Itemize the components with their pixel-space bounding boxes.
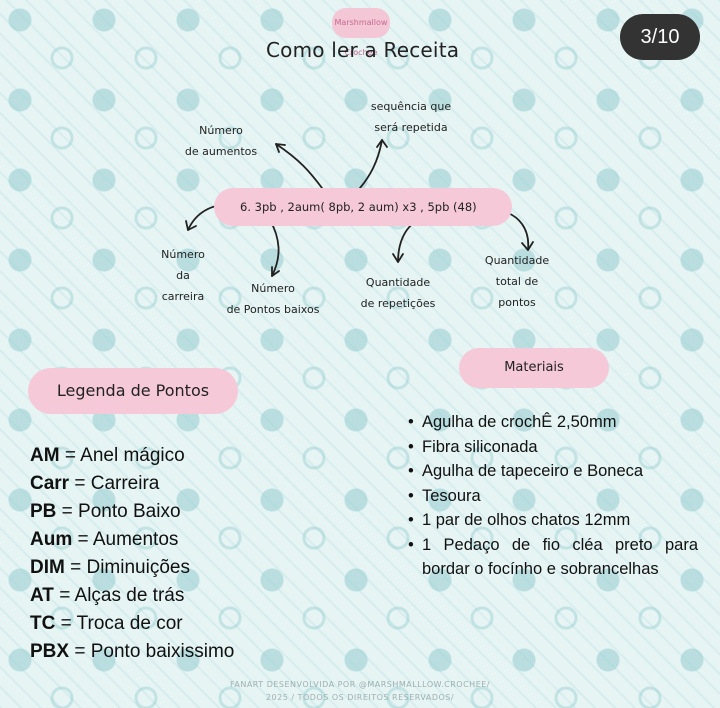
page-indicator-badge: 3/10	[620, 14, 700, 60]
legend-meaning: = Ponto baixissimo	[69, 641, 235, 662]
arrow-carreira-head	[185, 220, 197, 231]
legend-item: PB = Ponto Baixo	[30, 498, 234, 526]
label-line: será repetida	[374, 121, 448, 134]
legend-meaning: = Aumentos	[72, 529, 179, 550]
arrow-sequencia	[359, 139, 383, 189]
footer-line: 2025 / TODOS OS DIREITOS RESERVADOS/	[265, 693, 455, 702]
legend-item: TC = Troca de cor	[30, 610, 234, 638]
arrow-sequencia-head	[376, 139, 388, 148]
arrow-aumentos	[275, 143, 323, 189]
legend-title: Legenda de Pontos	[28, 368, 238, 414]
label-line: de repetições	[360, 297, 436, 310]
materials-item: 1 Pedaço de fio cléa preto para bordar o…	[408, 533, 698, 582]
label-line: carreira	[161, 290, 205, 303]
materials-item: 1 par de olhos chatos 12mm	[408, 508, 698, 533]
recipe-example-line: 6. 3pb , 2aum( 8pb, 2 aum) x3 , 5pb (48)	[240, 200, 477, 214]
legend-abbr: Aum	[30, 529, 73, 550]
materials-item: Fibra siliconada	[408, 435, 698, 460]
materials-item: Agulha de tapeceiro e Boneca	[408, 459, 698, 484]
label-pontos-baixos: Número de Pontos baixos	[212, 278, 334, 320]
page-title: Como ler a Receita	[266, 38, 460, 62]
label-line: Quantidade	[365, 276, 431, 289]
legend-abbr: DIM	[30, 557, 65, 578]
label-line: sequência que	[370, 100, 452, 113]
footer-line: FANART DESENVOLVIDA POR @MARSHMALLLOW.CR…	[230, 680, 490, 689]
legend-abbr: Carr	[30, 473, 70, 494]
materials-item: Tesoura	[408, 484, 698, 509]
logo-text: Marshmallow Crochee	[334, 18, 388, 57]
arrow-pontos-baixos-head	[271, 266, 280, 277]
legend-abbr: TC	[30, 613, 56, 634]
legend-item: AM = Anel mágico	[30, 442, 234, 470]
legend-item: AT = Alças de trás	[30, 582, 234, 610]
legend-meaning: = Carreira	[69, 473, 160, 494]
copyright-footer: FANART DESENVOLVIDA POR @MARSHMALLLOW.CR…	[150, 678, 570, 704]
brand-logo: Marshmallow Crochee	[332, 8, 390, 57]
label-numero-carreira: Número da carreira	[150, 244, 216, 307]
label-line: Número	[161, 248, 205, 261]
legend-meaning: = Troca de cor	[55, 613, 183, 634]
materials-title: Materiais	[459, 348, 609, 388]
label-line: pontos	[498, 296, 536, 309]
legend-item: Aum = Aumentos	[30, 526, 234, 554]
arrow-total-head	[521, 241, 534, 251]
legend-meaning: = Alças de trás	[53, 585, 185, 606]
label-line: de Pontos baixos	[226, 303, 320, 316]
legend-item: Carr = Carreira	[30, 470, 234, 498]
stitch-legend: AM = Anel mágico Carr = Carreira PB = Po…	[30, 442, 234, 666]
legend-abbr: AM	[30, 445, 60, 466]
legend-meaning: = Diminuições	[64, 557, 190, 578]
recipe-example-pill	[214, 188, 512, 226]
legend-item: DIM = Diminuições	[30, 554, 234, 582]
legend-meaning: = Ponto Baixo	[56, 501, 181, 522]
label-numero-aumentos: Número de aumentos	[176, 120, 266, 162]
label-sequencia-repetida: sequência que será repetida	[356, 96, 466, 138]
label-line: da	[176, 269, 190, 282]
label-quantidade-repeticoes: Quantidade de repetições	[348, 272, 448, 314]
label-line: de aumentos	[184, 145, 258, 158]
label-line: Número	[199, 124, 243, 137]
label-line: total de	[495, 275, 539, 288]
arrow-repeticoes-head	[392, 253, 404, 263]
materials-item: Agulha de crochÊ 2,50mm	[408, 410, 698, 435]
arrow-aumentos-head	[275, 143, 286, 153]
legend-abbr: PB	[30, 501, 57, 522]
legend-abbr: AT	[30, 585, 54, 606]
legend-meaning: = Anel mágico	[59, 445, 185, 466]
label-line: Número	[251, 282, 295, 295]
label-quantidade-total: Quantidade total de pontos	[470, 250, 564, 313]
legend-item: PBX = Ponto baixissimo	[30, 638, 234, 666]
label-line: Quantidade	[484, 254, 550, 267]
materials-list: Agulha de crochÊ 2,50mm Fibra siliconada…	[408, 410, 698, 582]
legend-abbr: PBX	[30, 641, 70, 662]
